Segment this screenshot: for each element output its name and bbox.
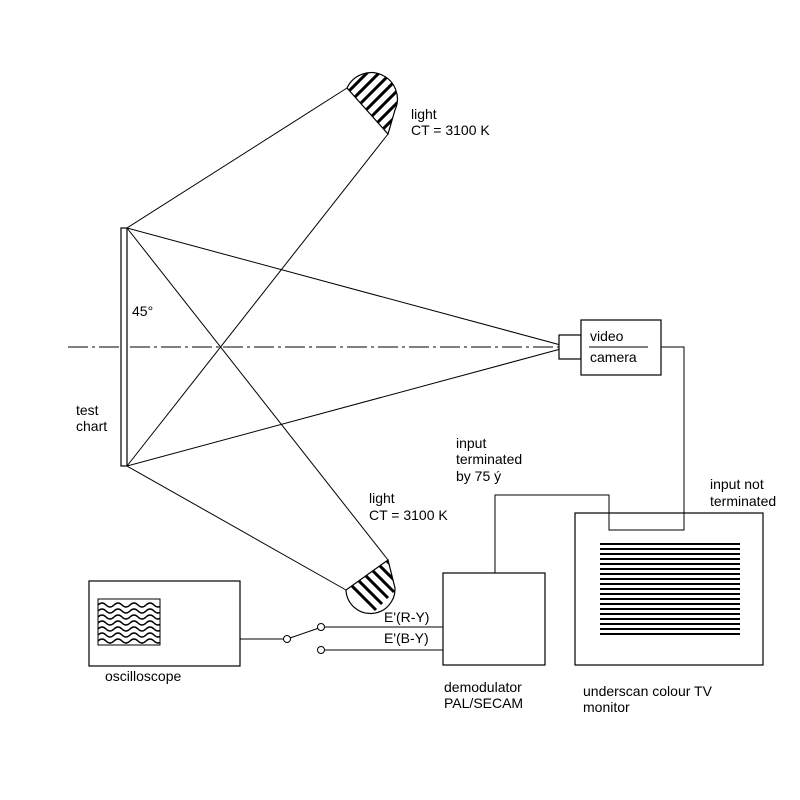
label-light-top: light: [411, 106, 437, 122]
label-input-terminated-2: terminated: [456, 451, 522, 467]
switch-contacts: [283, 623, 325, 654]
label-monitor: underscan colour TV: [583, 683, 713, 699]
label-test-chart-2: chart: [76, 418, 107, 434]
label-signal-ry: E'(R-Y): [384, 609, 429, 625]
monitor-screen-lines: [600, 543, 740, 635]
label-light-bottom-ct: CT = 3100 K: [369, 507, 448, 523]
video-camera: [558, 319, 662, 376]
label-camera-2: camera: [590, 349, 637, 365]
label-light-top-ct: CT = 3100 K: [411, 122, 490, 138]
signal-lines: [240, 626, 443, 651]
top-lamp: [346, 72, 398, 136]
label-oscilloscope: oscilloscope: [105, 668, 181, 684]
light-rays: [126, 87, 389, 591]
demodulator: [442, 572, 546, 666]
test-chart: [120, 227, 128, 467]
label-monitor-2: monitor: [583, 699, 630, 715]
camera-monitor-cable: [494, 346, 685, 573]
label-angle: 45°: [132, 303, 153, 319]
oscilloscope: [88, 580, 241, 667]
label-input-not-terminated: input not: [710, 476, 764, 492]
label-input-not-terminated-2: terminated: [710, 493, 776, 509]
label-light-bottom: light: [369, 490, 395, 506]
label-demodulator: demodulator: [444, 679, 522, 695]
camera-view-lines: [126, 227, 569, 467]
label-demodulator-2: PAL/SECAM: [444, 695, 523, 711]
tv-monitor: [574, 512, 764, 666]
label-camera: video: [590, 328, 624, 344]
oscilloscope-waveform: [98, 602, 160, 644]
bottom-lamp: [345, 558, 396, 615]
label-signal-by: E'(B-Y): [384, 630, 429, 646]
label-input-terminated: input: [456, 435, 486, 451]
label-test-chart: test: [76, 402, 99, 418]
label-input-terminated-3: by 75 ý: [456, 468, 501, 484]
